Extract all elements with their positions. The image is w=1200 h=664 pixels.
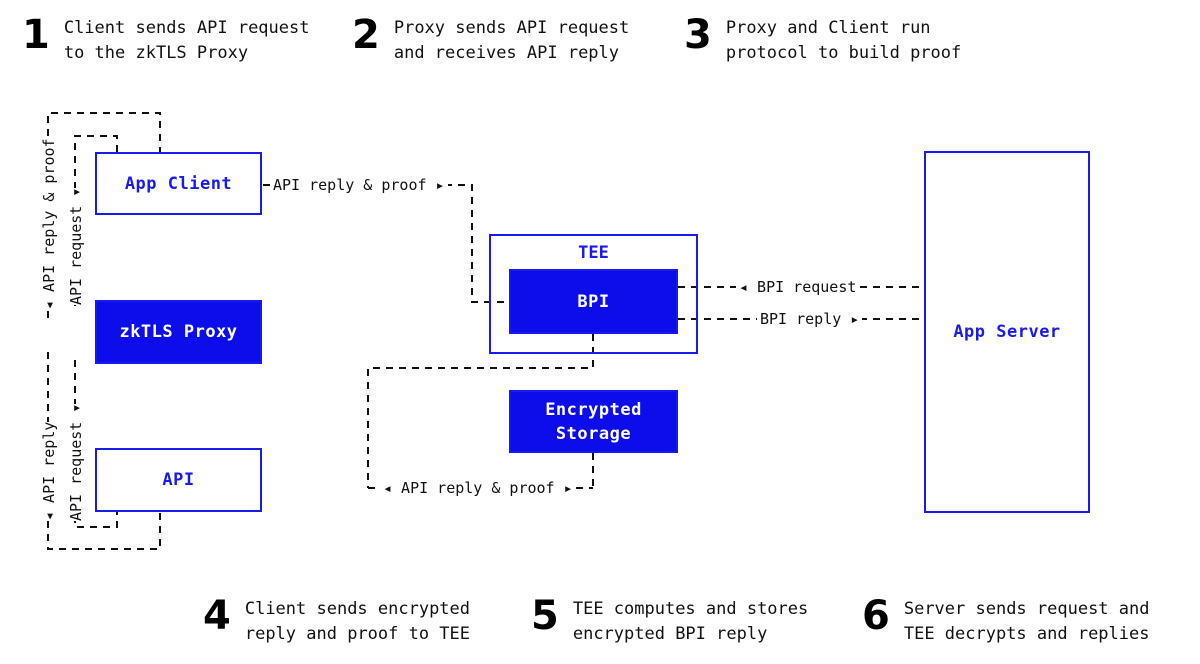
step-3: 3 Proxy and Client run protocol to build… <box>684 12 962 66</box>
step-5-number: 5 <box>531 593 559 639</box>
step-5-text: TEE computes and stores encrypted BPI re… <box>572 599 809 644</box>
edge-label-bpi-request: ◂ BPI request <box>736 279 860 296</box>
node-bpi[interactable]: BPI <box>509 269 678 334</box>
step-4-text: Client sends encrypted reply and proof t… <box>244 599 471 644</box>
step-1-text: Client sends API request to the zkTLS Pr… <box>63 18 310 63</box>
step-1-number: 1 <box>22 12 50 58</box>
node-encrypted-storage[interactable]: Encrypted Storage <box>509 390 678 453</box>
step-6-text: Server sends request and TEE decrypts an… <box>903 599 1150 644</box>
step-2: 2 Proxy sends API request and receives A… <box>352 12 630 66</box>
step-5: 5 TEE computes and stores encrypted BPI … <box>531 593 809 647</box>
edge-label-bpi-reply: BPI reply ▸ <box>757 311 863 328</box>
step-4: 4 Client sends encrypted reply and proof… <box>203 593 471 647</box>
edge-label-left-request-down-top: API request ▾ <box>67 187 85 305</box>
node-app-client[interactable]: App Client <box>95 152 262 215</box>
step-1: 1 Client sends API request to the zkTLS … <box>22 12 310 66</box>
step-2-number: 2 <box>352 12 380 58</box>
node-tee[interactable] <box>489 234 698 354</box>
step-2-text: Proxy sends API request and receives API… <box>393 18 630 63</box>
step-3-text: Proxy and Client run protocol to build p… <box>725 18 962 63</box>
node-tee-label: TEE <box>578 243 609 263</box>
step-6-number: 6 <box>862 593 890 639</box>
edge-label-left-request-down-bottom: API request ▾ <box>67 403 85 521</box>
edge-label-left-reply-proof-up: ◂ API reply & proof <box>40 138 58 310</box>
edge-label-client-reply-proof: API reply & proof ▸ <box>270 177 448 194</box>
edge-label-storage-reply-proof: ◂ API reply & proof ▸ <box>380 480 576 497</box>
edge-label-left-reply-up-bottom: ◂ API reply <box>40 421 58 521</box>
step-6: 6 Server sends request and TEE decrypts … <box>862 593 1150 647</box>
step-4-number: 4 <box>203 593 231 639</box>
node-app-server[interactable]: App Server <box>924 151 1090 513</box>
node-zktls-proxy[interactable]: zkTLS Proxy <box>95 300 262 364</box>
node-api[interactable]: API <box>95 448 262 512</box>
step-3-number: 3 <box>684 12 712 58</box>
